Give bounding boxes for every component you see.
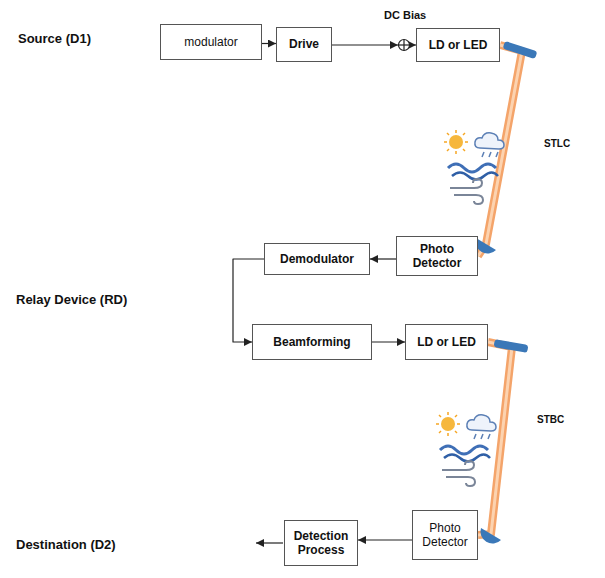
process-box: Detection Process xyxy=(284,520,358,566)
connector-line xyxy=(358,539,412,540)
process-box: Beamforming xyxy=(252,324,372,360)
optical-beam xyxy=(478,342,512,535)
process-box: LD or LED xyxy=(405,324,488,360)
connector-line xyxy=(262,43,276,44)
receiver-dish xyxy=(475,238,496,254)
box-text: Beamforming xyxy=(273,335,350,349)
output-arrow xyxy=(256,542,283,543)
section-label: Destination (D2) xyxy=(16,537,116,552)
box-text: LD or LED xyxy=(429,38,488,52)
section-label: Source (D1) xyxy=(18,31,91,46)
process-box: modulator xyxy=(160,24,262,60)
adder-symbol xyxy=(399,40,410,51)
box-text: Drive xyxy=(289,37,319,51)
process-box: Drive xyxy=(276,27,332,62)
signal-arrow xyxy=(370,259,396,260)
lens-symbol xyxy=(503,41,538,59)
signal-label: DC Bias xyxy=(384,9,426,21)
beam-core xyxy=(478,45,522,256)
box-text: Demodulator xyxy=(280,252,354,266)
beam-core xyxy=(478,342,512,535)
link-label: STBC xyxy=(536,414,565,425)
section-label: Relay Device (RD) xyxy=(16,292,127,307)
box-text: Detection Process xyxy=(289,529,353,558)
link-label: STLC xyxy=(543,138,571,149)
optical-beam xyxy=(478,45,522,256)
box-text: modulator xyxy=(184,35,237,49)
box-text: Photo Detector xyxy=(417,521,473,550)
process-box: Photo Detector xyxy=(412,510,478,560)
receiver-dish xyxy=(480,528,501,544)
weather-icons xyxy=(436,412,496,486)
lens-symbol xyxy=(494,339,529,353)
arrow-head xyxy=(390,41,398,49)
box-text: Photo Detector xyxy=(401,242,473,271)
box-text: LD or LED xyxy=(417,335,476,349)
connector-line xyxy=(372,341,405,342)
signal-arrow xyxy=(262,43,276,44)
connector-line xyxy=(370,258,396,259)
process-box: Photo Detector xyxy=(396,236,478,276)
weather-icons xyxy=(444,130,504,204)
adder-symbol xyxy=(403,40,404,51)
beam-glow xyxy=(478,342,512,535)
signal-arrow xyxy=(358,540,412,541)
beam-glow xyxy=(478,45,522,256)
signal-arrow xyxy=(372,342,405,343)
process-box: Demodulator xyxy=(264,243,370,275)
process-box: LD or LED xyxy=(416,28,500,62)
